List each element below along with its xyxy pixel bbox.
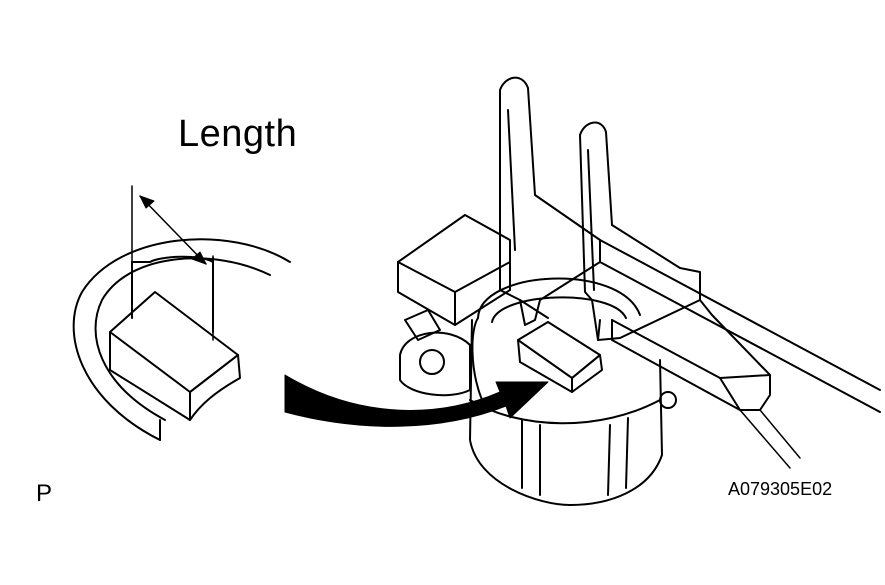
pointer-arrow-body [285, 375, 548, 426]
caliper-beam-top [600, 240, 880, 390]
caliper-movable-jaw [580, 123, 700, 340]
view-marker-label: P [36, 480, 53, 507]
caliper-fixed-jaw [500, 78, 600, 325]
cylinder-inner-rim [492, 297, 626, 322]
figure-code-label: A079305E02 [728, 479, 833, 499]
brush-side-face [190, 355, 240, 420]
brush-closeup [74, 186, 290, 440]
caliper-slider [612, 300, 770, 410]
housing-block [398, 215, 510, 325]
inner-brush-front [518, 340, 572, 392]
caliper-beam-mid [600, 262, 880, 412]
holder-ring-inner [96, 258, 270, 420]
mounting-tab [400, 333, 470, 396]
length-label: Length [178, 113, 298, 155]
cylinder-stud [660, 392, 676, 408]
mounting-hole [420, 350, 444, 374]
arrowhead-top [140, 196, 154, 208]
brush-front-face [110, 332, 190, 420]
holder-assembly [398, 215, 676, 505]
inner-brush-top [518, 322, 600, 378]
brush-top-face [110, 292, 238, 392]
arrowhead-bottom [192, 252, 206, 264]
cylinder-top-rim [478, 279, 640, 318]
holder-ring-outer [74, 239, 290, 440]
cylinder-body-left [470, 320, 570, 505]
dimension-arrow [140, 196, 206, 264]
cylinder-body-right [570, 360, 662, 505]
pointer-arrow [285, 375, 548, 426]
vernier-caliper [500, 78, 880, 468]
cylinder-band [470, 400, 660, 423]
caliper-depth-rod [740, 410, 790, 468]
